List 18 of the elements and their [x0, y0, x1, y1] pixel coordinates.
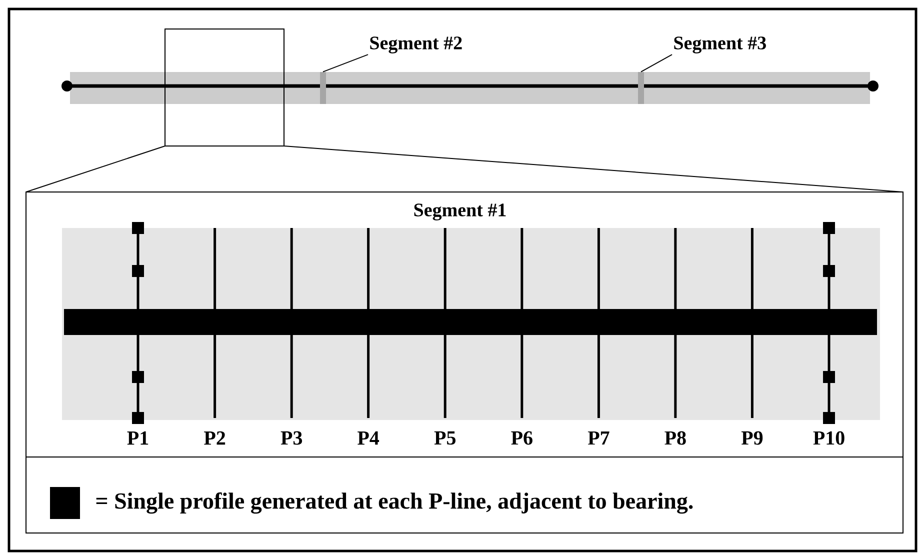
p-label: P9 [741, 431, 763, 445]
p-label: P8 [664, 431, 686, 445]
p-label: P3 [280, 431, 302, 445]
p-label: P4 [358, 431, 380, 445]
legend-text: = Single profile generated at each P-line, adjacent to bearing. [96, 492, 693, 514]
segment-label: Segment #3 [674, 36, 766, 54]
p-label: P10 [813, 431, 844, 445]
leader-line [640, 54, 673, 72]
p-label: P5 [434, 431, 456, 445]
p-label: P2 [204, 431, 226, 445]
segment-label: Segment #2 [370, 36, 462, 54]
p-label: P1 [127, 431, 148, 445]
segment-title: Segment #1 [414, 204, 506, 220]
p-label: P6 [511, 431, 532, 445]
segment-marker [638, 72, 644, 104]
p-label: P7 [588, 431, 610, 445]
leader-line [322, 54, 368, 72]
segment-marker [320, 72, 326, 104]
